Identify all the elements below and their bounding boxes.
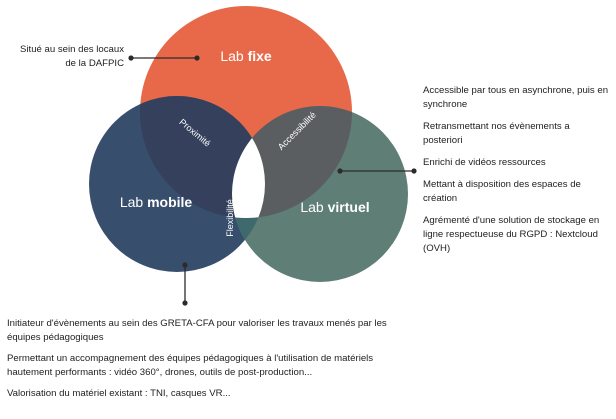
overlap-proximite — [140, 96, 265, 218]
notes-lab-mobile: Initiateur d'évènements au sein des GRET… — [7, 317, 407, 408]
label-flexibilite: Flexibilité — [225, 199, 235, 237]
note-mobile-item: Permettant un accompagnement des équipes… — [7, 353, 374, 378]
note-fixe-item: Situé au sein des locaux de la DAFPIC — [20, 44, 124, 69]
note-mobile-item: Initiateur d'évènements au sein des GRET… — [7, 318, 387, 343]
note-virtuel-item: Retransmettant nos évènements a posterio… — [423, 121, 570, 146]
connector-virtuel — [337, 168, 417, 174]
notes-lab-fixe: Situé au sein des locaux de la DAFPIC — [18, 43, 124, 71]
note-virtuel-item: Mettant à disposition des espaces de cré… — [423, 179, 581, 204]
label-lab-fixe: Lab fixe — [220, 48, 272, 64]
note-virtuel-item: Agrémenté d'une solution de stockage en … — [423, 215, 600, 254]
note-virtuel-item: Enrichi de vidéos ressources — [423, 157, 546, 168]
connector-fixe — [128, 55, 200, 61]
connector-mobile — [182, 262, 188, 306]
label-lab-virtuel: Lab virtuel — [300, 199, 369, 215]
note-virtuel-item: Accessible par tous en asynchrone, puis … — [423, 85, 609, 110]
notes-lab-virtuel: Accessible par tous en asynchrone, puis … — [423, 84, 609, 264]
label-lab-mobile: Lab mobile — [120, 194, 193, 210]
note-mobile-item: Valorisation du matériel existant : TNI,… — [7, 388, 231, 399]
